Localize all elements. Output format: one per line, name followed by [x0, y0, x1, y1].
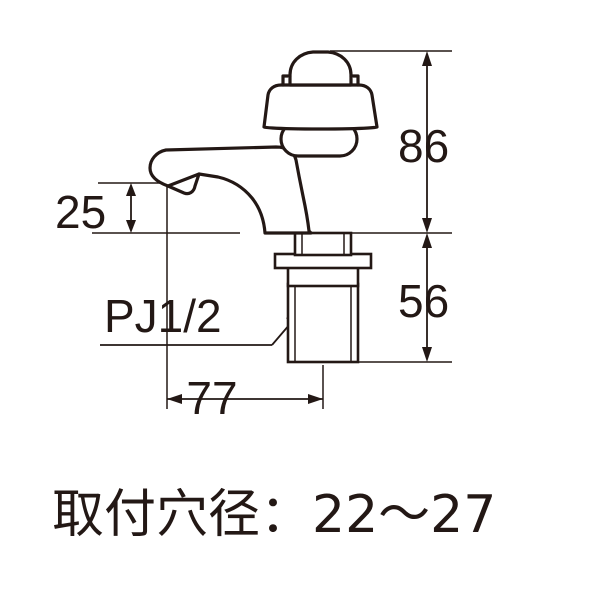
- arrowhead-77-right: [308, 394, 323, 404]
- mounting-hole-caption: 取付穴径：22〜27: [52, 485, 496, 545]
- arrowhead-86-bottom: [422, 218, 432, 233]
- arrowhead-56-bottom: [422, 347, 432, 362]
- dimension-labels-group: 86 56 25 77 PJ1/2: [55, 120, 449, 424]
- spout-tip-fold: [166, 172, 201, 188]
- dimension-label-77: 77: [186, 372, 237, 424]
- caption-group: 取付穴径：22〜27: [52, 485, 496, 545]
- faucet-body-and-spout: [148, 145, 313, 235]
- arrowhead-86-top: [422, 51, 432, 66]
- arrowhead-25-bottom: [126, 220, 136, 233]
- dimension-label-56: 56: [398, 275, 449, 327]
- faucet-handle-skirt: [262, 83, 379, 131]
- annotation-label-thread: PJ1/2: [104, 290, 222, 342]
- arrowhead-25-top: [126, 183, 136, 196]
- dimension-label-25: 25: [55, 186, 106, 238]
- handle-notch-right: [349, 74, 360, 87]
- arrowhead-56-top: [422, 233, 432, 248]
- dimension-lines-group: [92, 50, 452, 409]
- handle-notch-left: [281, 74, 292, 87]
- faucet-body-group: [148, 50, 379, 364]
- arrowhead-77-left: [167, 394, 182, 404]
- faucet-upper-shank: [293, 231, 353, 257]
- faucet-handle-dome: [288, 50, 353, 87]
- faucet-shank: [286, 282, 360, 364]
- dimension-label-86: 86: [398, 120, 449, 172]
